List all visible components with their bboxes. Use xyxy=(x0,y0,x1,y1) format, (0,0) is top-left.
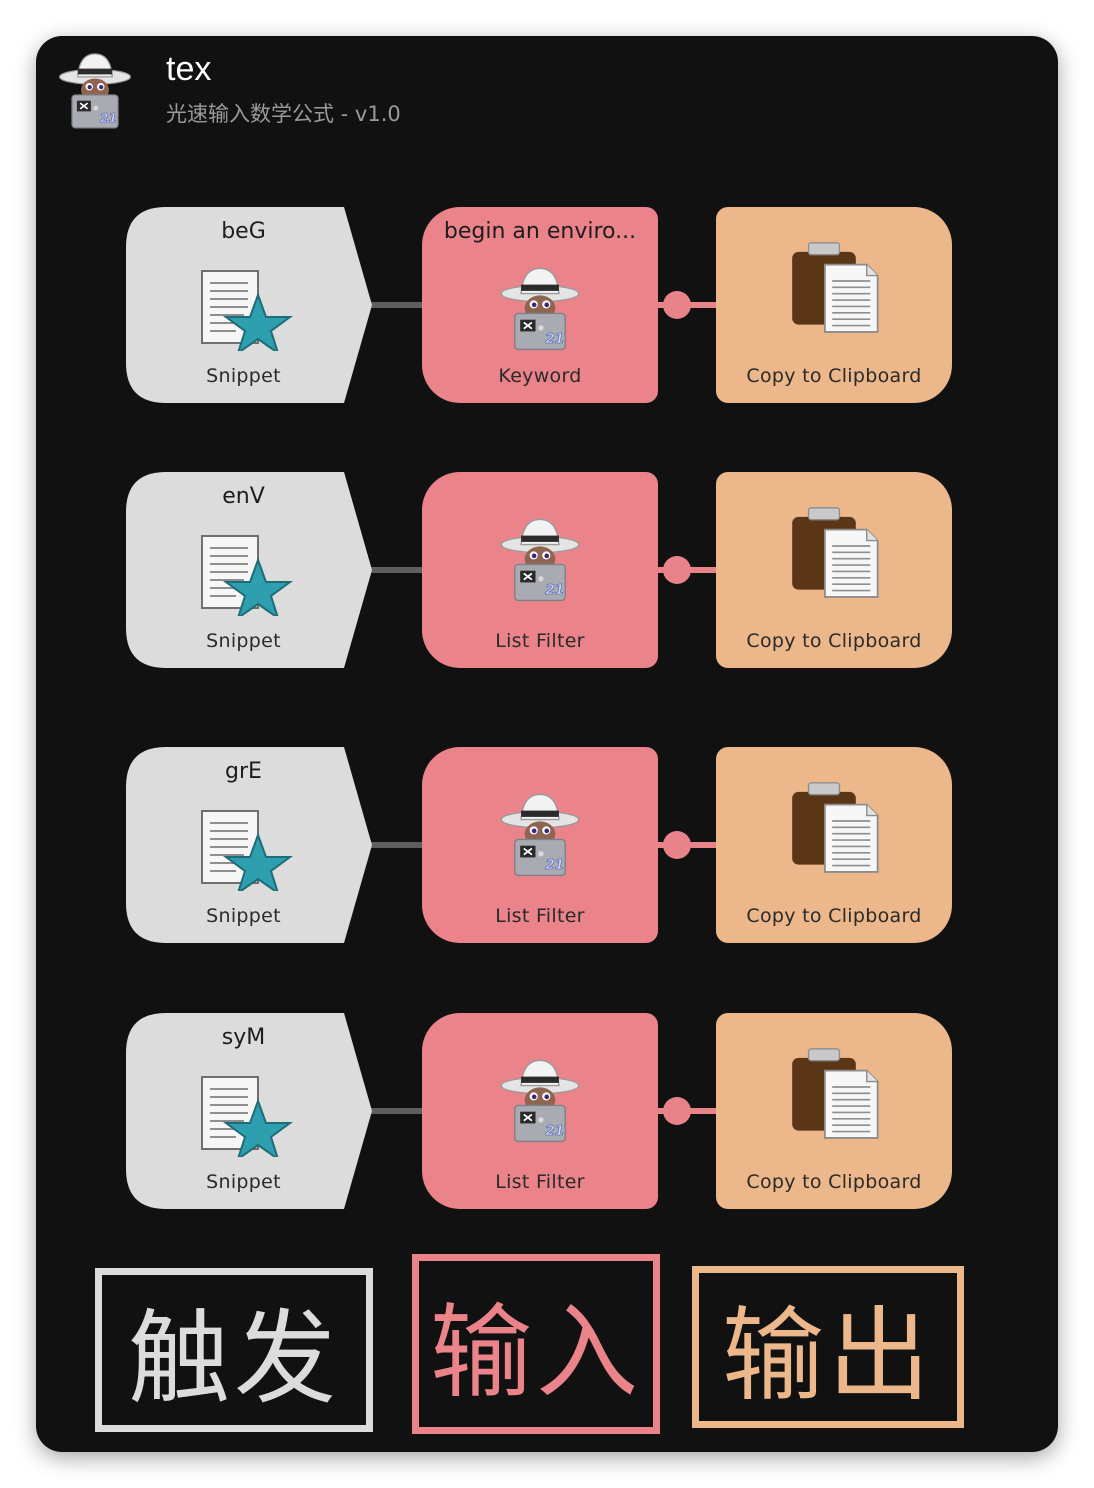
list-filter-input-node[interactable]: List Filter xyxy=(422,472,658,668)
workflow-row: syM Snippet List Filter Copy to Clipboar… xyxy=(126,1013,956,1213)
connection-dot[interactable] xyxy=(663,1097,691,1125)
node-title: begin an enviro... xyxy=(443,219,637,244)
connection-wire xyxy=(366,1108,426,1114)
workflow-row: beG Snippet begin an enviro... Keyword C… xyxy=(126,207,956,407)
snippet-trigger-node[interactable]: beG Snippet xyxy=(126,207,376,403)
node-type-label: Copy to Clipboard xyxy=(746,365,922,387)
workflow-row: grE Snippet List Filter Copy to Clipboar… xyxy=(126,747,956,947)
node-type-label: Copy to Clipboard xyxy=(746,1171,922,1193)
node-type-label: List Filter xyxy=(495,630,585,652)
copy-to-clipboard-node[interactable]: Copy to Clipboard xyxy=(716,207,952,403)
app-title: tex xyxy=(166,50,212,88)
memoji-avatar-icon xyxy=(497,514,583,604)
node-type-label: Snippet xyxy=(206,630,281,652)
list-filter-input-node[interactable]: List Filter xyxy=(422,747,658,943)
snippet-icon xyxy=(196,1071,296,1157)
node-type-label: Snippet xyxy=(206,365,281,387)
memoji-avatar-icon xyxy=(58,46,132,134)
node-type-label: Copy to Clipboard xyxy=(746,630,922,652)
list-filter-input-node[interactable]: List Filter xyxy=(422,1013,658,1209)
clipboard-icon xyxy=(784,781,884,881)
legend-input-box: 输入 xyxy=(412,1254,660,1434)
node-type-label: List Filter xyxy=(495,1171,585,1193)
connection-dot[interactable] xyxy=(663,831,691,859)
snippet-trigger-node[interactable]: grE Snippet xyxy=(126,747,376,943)
node-title: beG xyxy=(221,219,266,244)
keyword-input-node[interactable]: begin an enviro... Keyword xyxy=(422,207,658,403)
legend-output-box: 输出 xyxy=(692,1266,964,1428)
clipboard-icon xyxy=(784,1047,884,1147)
workflow-window: tex 光速输入数学公式 - v1.0 beG Snippet begin an… xyxy=(36,36,1058,1452)
connection-wire xyxy=(656,302,726,308)
legend-trigger-box: 触发 xyxy=(95,1268,373,1432)
app-subtitle: 光速输入数学公式 - v1.0 xyxy=(166,102,401,126)
connection-wire xyxy=(656,842,726,848)
memoji-avatar-icon xyxy=(497,1055,583,1145)
node-type-label: Copy to Clipboard xyxy=(746,905,922,927)
node-title: enV xyxy=(222,484,265,509)
connection-dot[interactable] xyxy=(663,556,691,584)
connection-wire xyxy=(656,1108,726,1114)
connection-wire xyxy=(366,567,426,573)
node-type-label: Keyword xyxy=(498,365,582,387)
copy-to-clipboard-node[interactable]: Copy to Clipboard xyxy=(716,747,952,943)
connection-wire xyxy=(366,842,426,848)
snippet-trigger-node[interactable]: syM Snippet xyxy=(126,1013,376,1209)
clipboard-icon xyxy=(784,506,884,606)
node-title: grE xyxy=(225,759,262,784)
copy-to-clipboard-node[interactable]: Copy to Clipboard xyxy=(716,1013,952,1209)
workflow-row: enV Snippet List Filter Copy to Clipboar… xyxy=(126,472,956,672)
snippet-trigger-node[interactable]: enV Snippet xyxy=(126,472,376,668)
clipboard-icon xyxy=(784,241,884,341)
connection-wire xyxy=(656,567,726,573)
memoji-avatar-icon xyxy=(497,263,583,353)
node-type-label: Snippet xyxy=(206,905,281,927)
node-type-label: Snippet xyxy=(206,1171,281,1193)
connection-wire xyxy=(366,302,426,308)
node-type-label: List Filter xyxy=(495,905,585,927)
connection-dot[interactable] xyxy=(663,291,691,319)
memoji-avatar-icon xyxy=(497,789,583,879)
snippet-icon xyxy=(196,530,296,616)
copy-to-clipboard-node[interactable]: Copy to Clipboard xyxy=(716,472,952,668)
node-title: syM xyxy=(221,1025,266,1050)
snippet-icon xyxy=(196,265,296,351)
snippet-icon xyxy=(196,805,296,891)
